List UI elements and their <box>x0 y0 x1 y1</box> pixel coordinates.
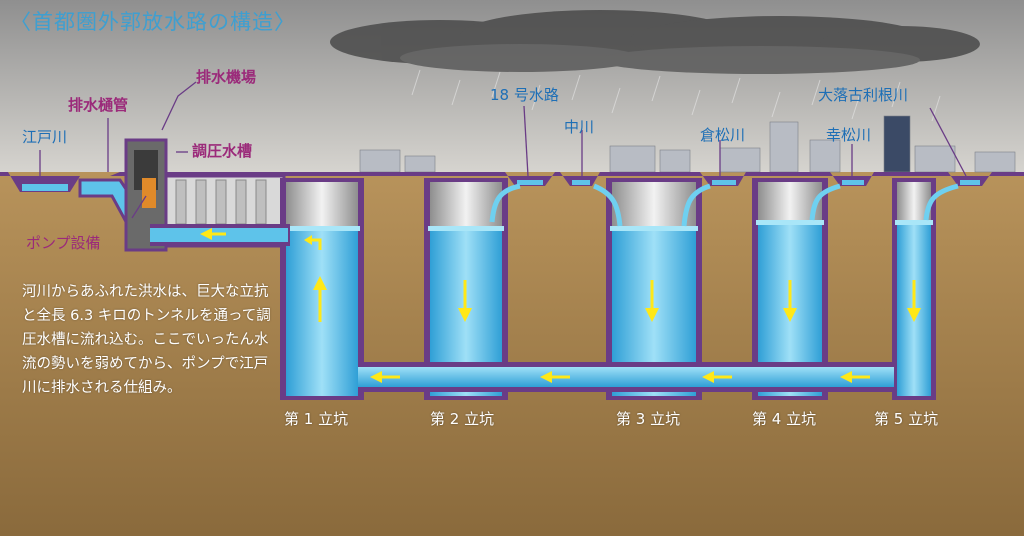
inflow-pipes <box>489 183 959 227</box>
river-water <box>22 180 980 191</box>
rain-cloud <box>330 10 980 74</box>
diagram-title: 〈首都圏外郭放水路の構造〉 <box>10 10 296 34</box>
label-surge-tank: 調圧水槽 <box>192 142 253 160</box>
label-ootoshi: 大落古利根川 <box>818 86 909 104</box>
skyline <box>359 115 1016 173</box>
shaft-label-5: 第 5 立坑 <box>874 410 939 428</box>
tunnel <box>150 224 894 392</box>
label-kuramatsu: 倉松川 <box>700 126 746 144</box>
shaft-label-4: 第 4 立坑 <box>752 410 817 428</box>
pump-equipment-unit <box>142 178 156 208</box>
label-edogawa: 江戸川 <box>22 128 68 146</box>
leader-lines <box>39 81 967 219</box>
label-drain-gate: 排水樋管 <box>68 96 129 114</box>
label-pump-house: 排水機場 <box>196 68 257 86</box>
label-koumatsu: 幸松川 <box>826 126 872 144</box>
ground-surface <box>0 172 1024 192</box>
shaft-label-3: 第 3 立坑 <box>616 410 681 428</box>
label-pump-equipment: ポンプ設備 <box>26 234 101 252</box>
flow-arrows <box>200 228 921 383</box>
label-route-18: 18 号水路 <box>490 86 559 104</box>
shaft-label-1: 第 1 立坑 <box>284 410 349 428</box>
description-text: 河川からあふれた洪水は、巨大な立抗と全長 6.3 キロのトンネルを通って調圧水槽… <box>22 284 271 396</box>
shaft-label-2: 第 2 立坑 <box>430 410 495 428</box>
label-nakagawa: 中川 <box>564 118 595 136</box>
rain <box>411 69 941 122</box>
